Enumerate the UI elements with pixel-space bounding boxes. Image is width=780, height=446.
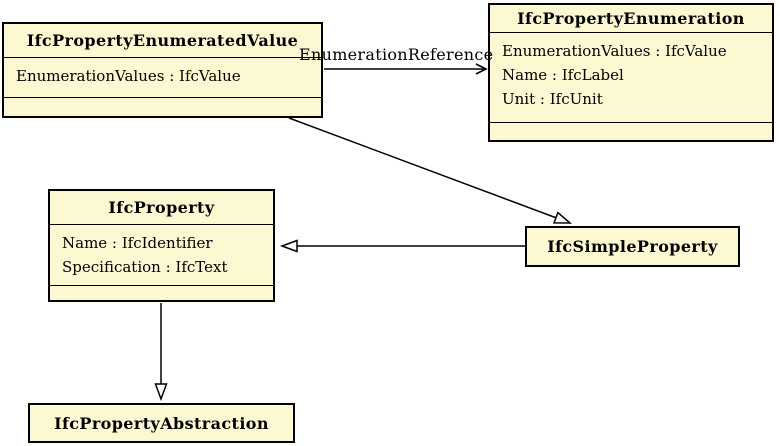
operations-compartment	[490, 122, 772, 140]
class-attribute: EnumerationValues : IfcValue	[16, 67, 241, 85]
class-name: IfcPropertyEnumeration	[517, 9, 745, 28]
generalization-line-enumeratedvalue-to-simpleproperty	[288, 117, 570, 223]
association-label-enumeration-reference: EnumerationReference	[299, 45, 494, 64]
class-name: IfcPropertyEnumeratedValue	[26, 31, 299, 50]
class-name: IfcProperty	[108, 198, 215, 217]
class-attribute: Name : IfcIdentifier	[62, 234, 213, 252]
class-attribute: Name : IfcLabel	[502, 66, 624, 84]
class-box-ifcpropertyenumeratedvalue: IfcPropertyEnumeratedValue EnumerationVa…	[2, 22, 323, 118]
class-attribute: EnumerationValues : IfcValue	[502, 42, 727, 60]
class-attribute: Specification : IfcText	[62, 258, 228, 276]
class-box-ifcpropertyenumeration: IfcPropertyEnumeration EnumerationValues…	[488, 3, 774, 142]
operations-compartment	[4, 97, 321, 116]
class-box-ifcproperty: IfcProperty Name : IfcIdentifier Specifi…	[48, 189, 275, 302]
class-attribute: Unit : IfcUnit	[502, 90, 603, 108]
class-name: IfcSimpleProperty	[547, 237, 718, 256]
class-box-ifcpropertyabstraction: IfcPropertyAbstraction	[28, 403, 295, 443]
class-box-ifcsimpleproperty: IfcSimpleProperty	[525, 226, 740, 267]
class-name: IfcPropertyAbstraction	[54, 413, 269, 433]
operations-compartment	[50, 285, 273, 300]
